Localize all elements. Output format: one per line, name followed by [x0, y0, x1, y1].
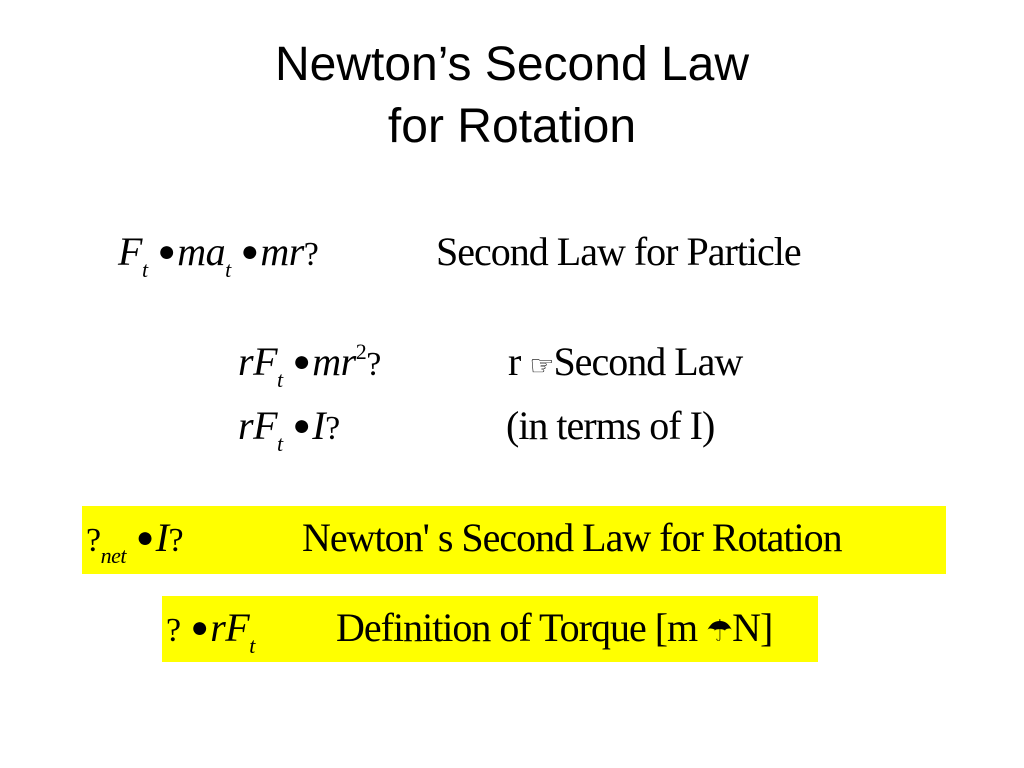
title-line-2: for Rotation [387, 100, 637, 153]
eq-mid-sub: t [225, 257, 231, 282]
missing-glyph-tau: ? [166, 612, 181, 649]
desc-prefix: r [508, 339, 521, 384]
equals-symbol: ● [135, 521, 154, 554]
umbrella-icon: ☂ [706, 615, 733, 648]
desc-in-terms-of-i: (in terms of I) [506, 403, 715, 448]
desc-torque-definition: Definition of Torque [m ☂N] [336, 604, 773, 656]
equals-symbol: ● [190, 611, 209, 644]
missing-glyph-alpha: ? [366, 346, 381, 383]
missing-glyph-alpha: ? [325, 410, 340, 447]
eq-rhs: I [155, 515, 169, 560]
eq-lhs-sub: t [277, 367, 283, 392]
eq-rhs: I [312, 403, 326, 448]
missing-glyph-tau: ? [86, 522, 101, 559]
missing-glyph-alpha: ? [168, 522, 184, 559]
pointing-hand-icon: ☞ [529, 351, 554, 382]
desc-end: N] [732, 605, 773, 650]
eq-rhs: rF [210, 605, 250, 650]
eq-lhs-sub: t [141, 257, 148, 282]
eq-rhs-sub: t [249, 633, 255, 658]
missing-glyph-alpha: ? [303, 236, 319, 273]
eq-mid: ma [177, 229, 226, 274]
equation-torque-definition: ? ●rFt [166, 604, 255, 658]
highlight-newton-rotation [82, 506, 946, 574]
desc-text: Second Law [553, 339, 743, 384]
equals-symbol: ● [157, 235, 176, 268]
eq-rhs: mr [260, 229, 304, 274]
desc-r-times: r ☞Second Law [508, 338, 743, 391]
eq-lhs: F [118, 229, 142, 274]
highlight-torque-definition [162, 596, 818, 662]
desc-newton-rotation: Newton' s Second Law for Rotation [302, 515, 843, 560]
equation-r-times: rFt ●mr2? [238, 338, 381, 392]
equation-particle: Ft●mat●mr? [118, 228, 319, 282]
eq-lhs-sub: net [100, 543, 127, 568]
desc-particle: Second Law for Particle [436, 229, 802, 274]
eq-lhs: rF [238, 403, 278, 448]
equation-newton-rotation: ?net●I? [86, 514, 184, 568]
eq-rhs-sup: 2 [355, 339, 367, 364]
eq-lhs: rF [238, 339, 278, 384]
eq-rhs: mr [312, 339, 356, 384]
slide-title: Newton’s Second Law for Rotation [0, 34, 1024, 158]
title-line-1: Newton’s Second Law [274, 38, 750, 91]
equals-symbol: ● [292, 409, 311, 442]
desc-text: Definition of Torque [m [336, 605, 698, 650]
equals-symbol: ● [240, 235, 259, 268]
equals-symbol: ● [292, 345, 311, 378]
equation-in-terms-of-i: rFt ●I? [238, 402, 340, 456]
eq-lhs-sub: t [277, 431, 283, 456]
